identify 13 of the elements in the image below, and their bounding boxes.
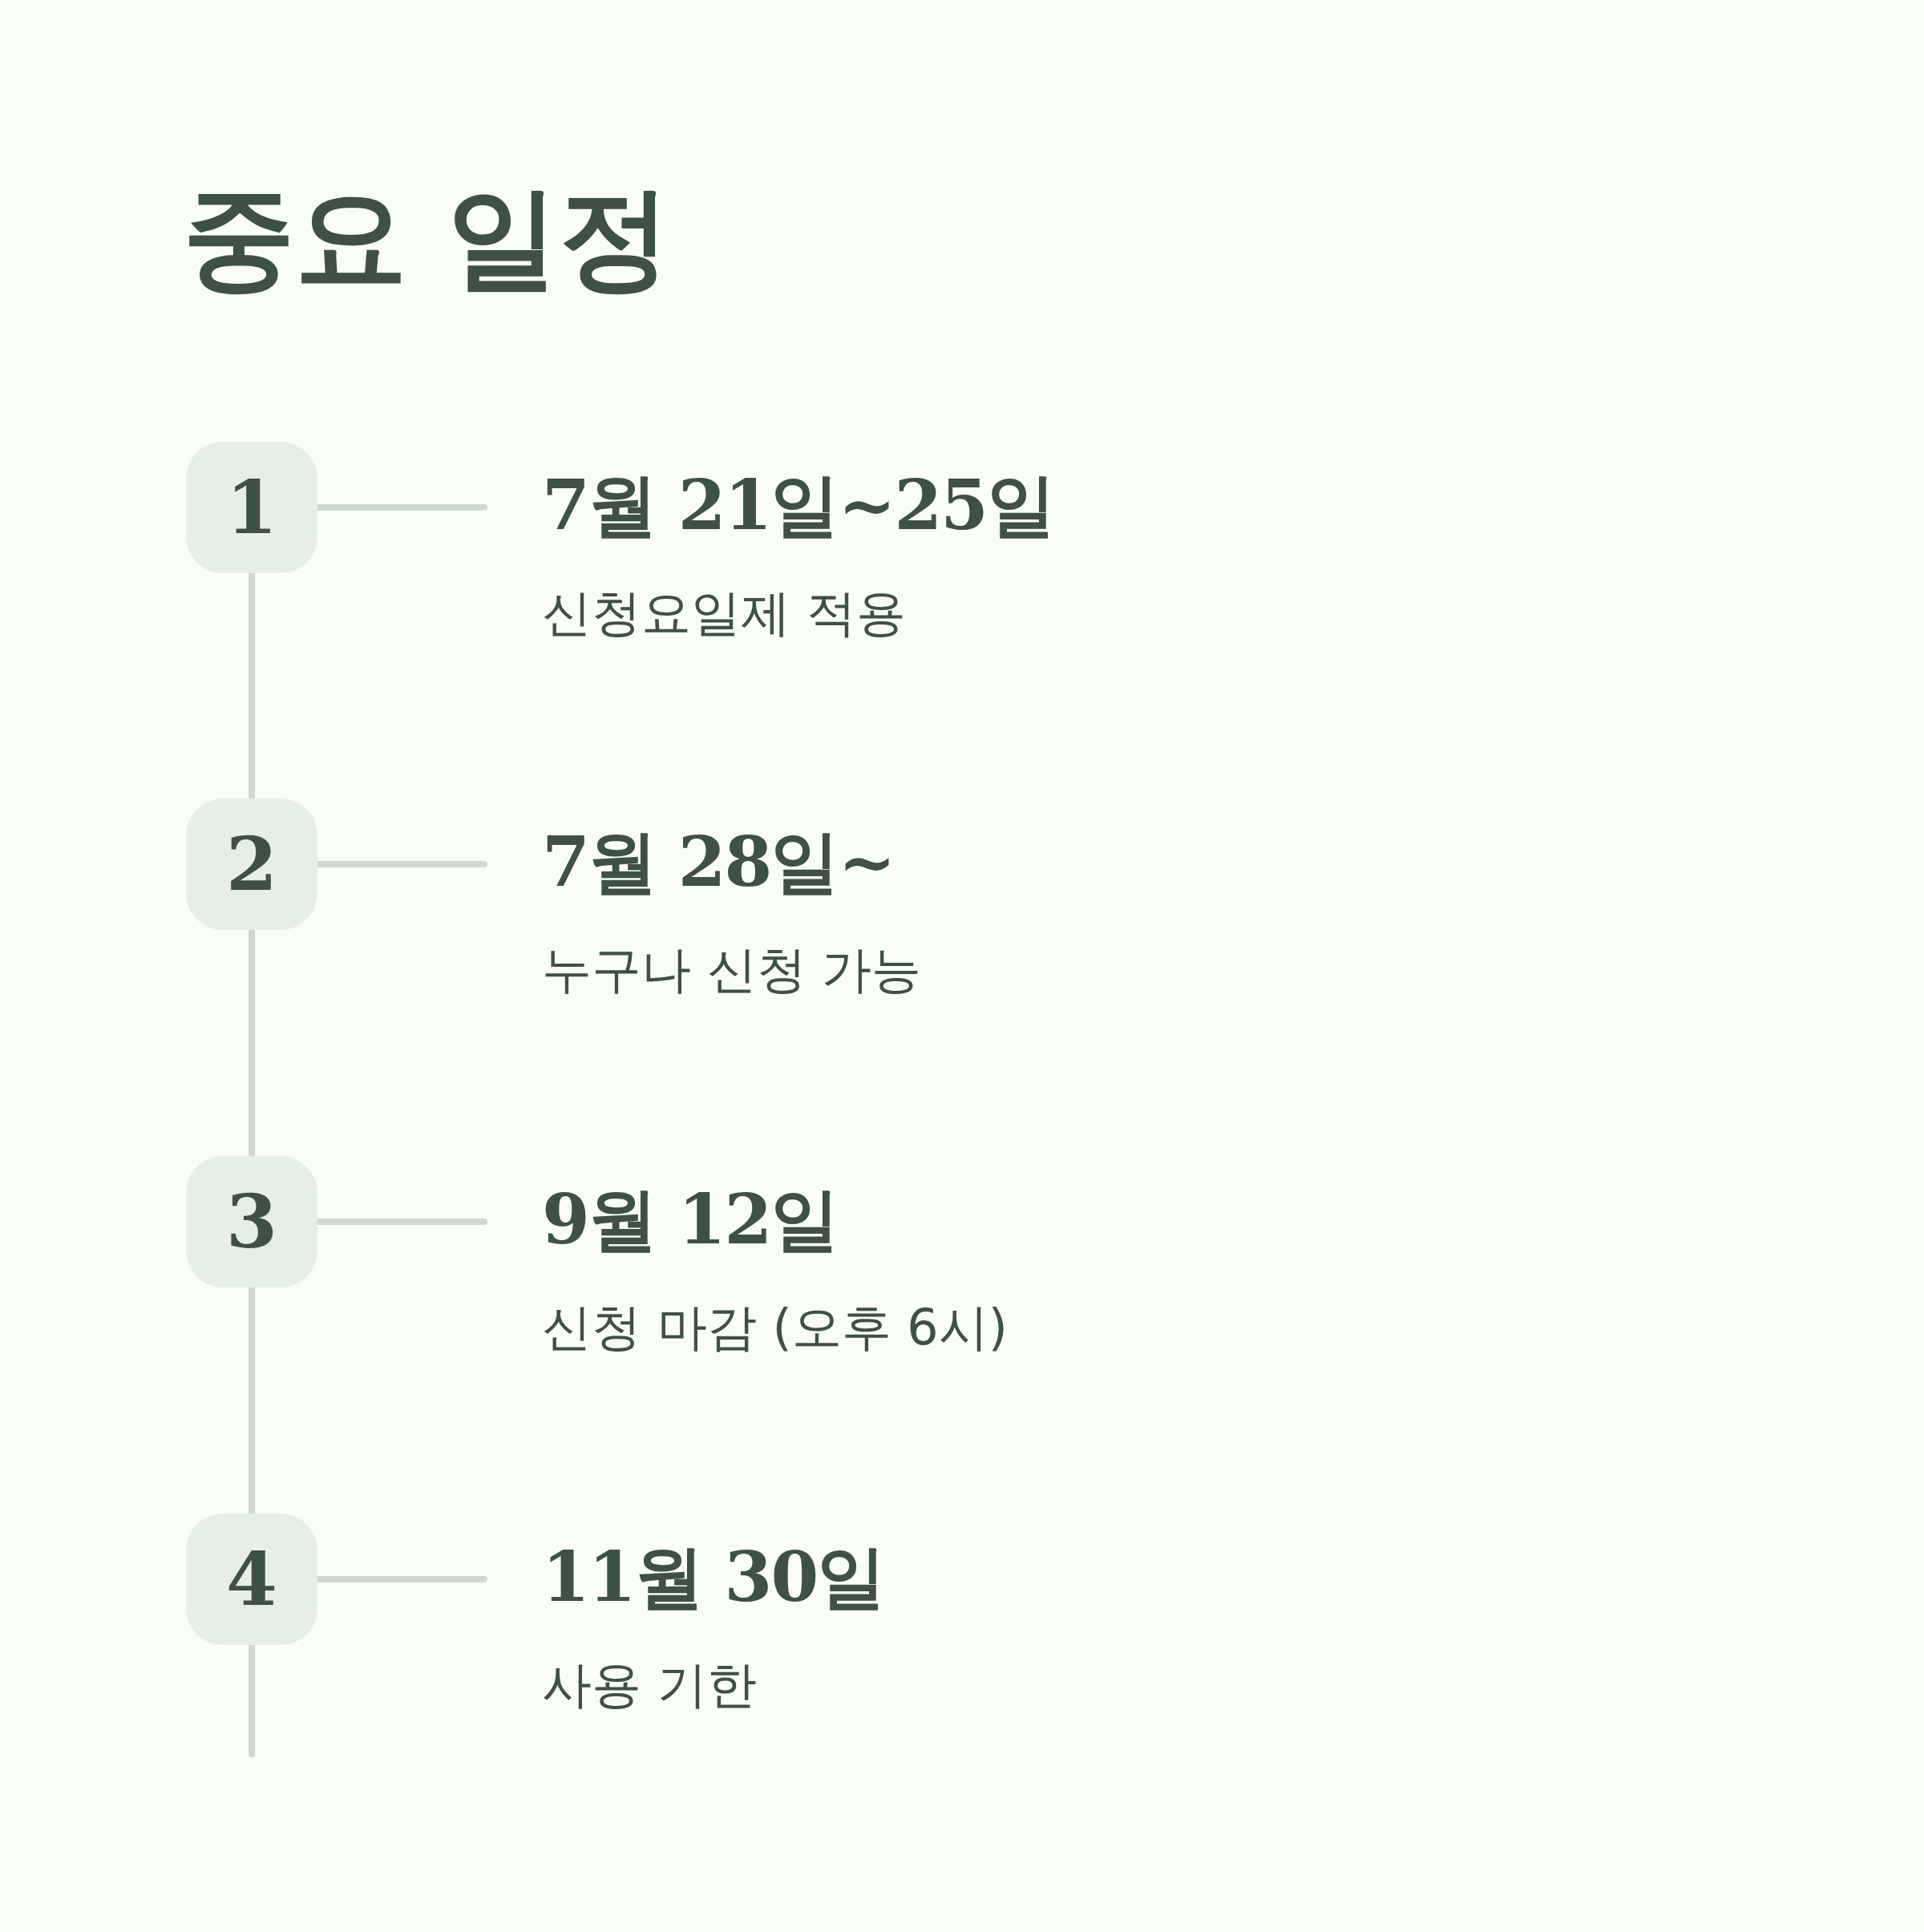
description-text: 사용 기한 — [542, 1655, 758, 1715]
description-text: 신청 마감 (오후 6시) — [542, 1297, 1008, 1357]
date-heading: 9월 12일 — [542, 1182, 839, 1258]
date-heading: 7월 28일~ — [542, 824, 895, 900]
description-text: 누구나 신청 가능 — [542, 940, 922, 1000]
title: 중요 일정 — [183, 176, 671, 300]
date-heading: 7월 21일~25일 — [542, 467, 1055, 544]
step-number-badge: 3 — [186, 1156, 317, 1287]
step-number-badge: 4 — [186, 1514, 317, 1645]
date-heading: 11월 30일 — [542, 1539, 885, 1615]
description-text: 신청요일제 적용 — [542, 583, 907, 643]
step-number-badge: 1 — [186, 442, 317, 573]
step-number-badge: 2 — [186, 798, 317, 930]
